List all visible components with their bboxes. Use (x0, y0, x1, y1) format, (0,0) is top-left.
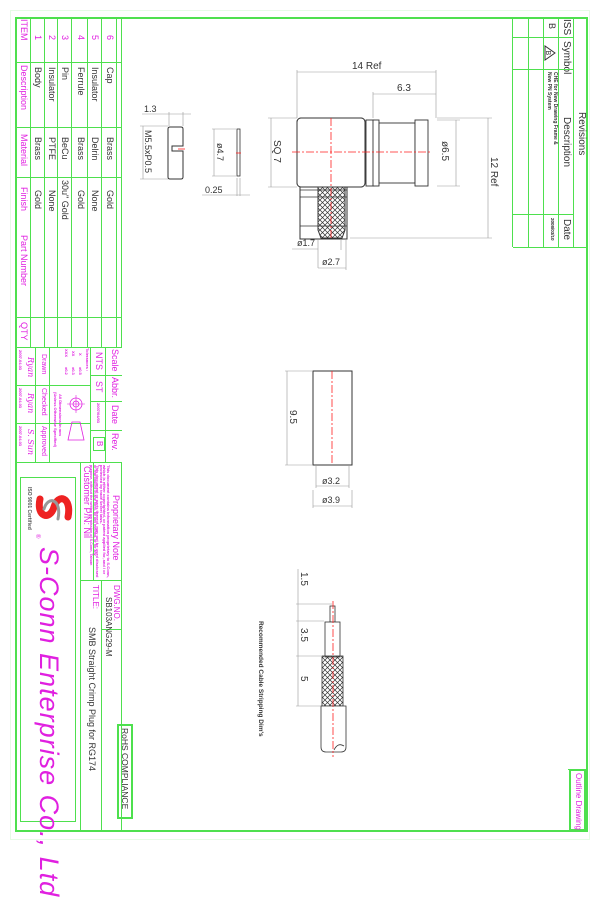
dim-washer-dia: ø4.7 (215, 143, 225, 161)
drawing-views: 14 Ref 6.3 ø6.5 12 Ref SQ 7 ø1.7 ø2.7 (140, 61, 499, 757)
strip-caption: Recommended Cable Stripping Dim's (257, 621, 264, 737)
crimp-ferrule (317, 186, 346, 239)
dim-ferrule-id: ø3.2 (322, 476, 340, 486)
s-conn-logo (29, 487, 74, 531)
washer-outline (236, 128, 241, 177)
dim-strip-pin: 1.5 (298, 572, 309, 586)
dim-ferrule-len: 9.5 (287, 410, 298, 424)
dielectric (324, 621, 341, 658)
dim-mating-length: 6.3 (397, 83, 411, 94)
dim-strip-dielectric: 3.5 (298, 628, 309, 642)
connector-view: 14 Ref 6.3 ø6.5 12 Ref SQ 7 ø1.7 ø2.7 (268, 61, 499, 270)
ferrule-outline (312, 370, 353, 466)
dim-crimp-outer: ø2.7 (322, 257, 340, 267)
dim-strip-braid: 5 (298, 676, 309, 682)
page-outer-margin (10, 10, 590, 840)
dim-cap-thread: M5.5xP0.5 (143, 130, 153, 173)
dim-overall-length: 14 Ref (352, 61, 382, 72)
braid (321, 655, 344, 707)
cap-view: 1.3 M5.5xP0.5 (140, 104, 191, 180)
dim-cap-width: 1.3 (144, 104, 157, 114)
dim-mating-dia: ø6.5 (439, 141, 450, 161)
jacket (320, 705, 347, 753)
projection-symbol-icon (59, 392, 88, 452)
ferrule-view: 9.5 ø3.2 ø3.9 (285, 370, 353, 508)
rev-symbol-letter: B (544, 51, 551, 56)
washer-view: ø4.7 0.25 (202, 128, 250, 196)
cap-outline (167, 126, 184, 180)
dim-height: 12 Ref (488, 157, 499, 187)
cable-strip-view: 1.5 3.5 5 Recommended Cable Stripping Di… (257, 569, 347, 757)
rev-symbol-triangle-icon: B (539, 45, 557, 61)
dim-ferrule-od: ø3.9 (322, 495, 340, 505)
center-conductor (329, 605, 336, 623)
dim-body-sq: SQ 7 (271, 140, 282, 163)
dim-washer-thk: 0.25 (205, 185, 223, 195)
dim-crimp-inner: ø1.7 (297, 238, 315, 248)
